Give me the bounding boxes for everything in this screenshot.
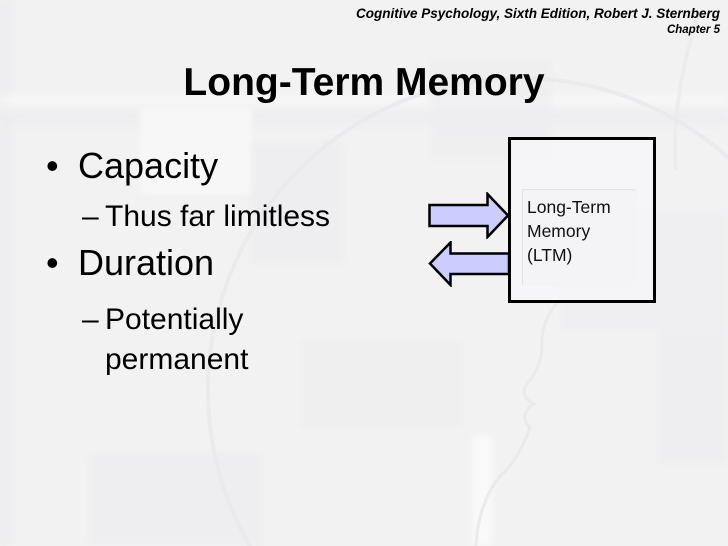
bullet-capacity: • Capacity	[46, 145, 219, 186]
ltm-box-label: Long-Term Memory (LTM)	[527, 195, 611, 267]
background-block	[88, 452, 263, 546]
subbullet-potentially-permanent: –Potentially permanent	[82, 300, 290, 380]
bullet-text: Potentially permanent	[105, 303, 249, 376]
subbullet-thus-far-limitless: –Thus far limitless	[82, 197, 330, 237]
background-block	[660, 330, 728, 464]
background-block	[300, 338, 462, 430]
ltm-box-text-panel	[523, 190, 637, 286]
arrow-left-icon	[428, 241, 510, 287]
ltm-box: Long-Term Memory (LTM)	[508, 137, 656, 303]
arrow-right-icon	[428, 192, 510, 239]
ltm-box-label-line: (LTM)	[527, 245, 573, 265]
bullet-text: Capacity	[78, 145, 219, 186]
ltm-box-label-line: Memory	[527, 221, 591, 241]
arrow-left-shape	[428, 241, 510, 287]
dash-marker: –	[82, 200, 99, 233]
arrow-right-shape	[428, 192, 510, 239]
bullet-text: Duration	[78, 242, 215, 283]
bullet-marker: •	[46, 145, 59, 186]
dash-marker: –	[82, 303, 99, 336]
header-book-title: Cognitive Psychology, Sixth Edition, Rob…	[355, 6, 720, 21]
ltm-box-label-line: Long-Term	[527, 197, 611, 217]
bullet-marker: •	[46, 242, 59, 283]
bullet-text: Thus far limitless	[105, 200, 331, 233]
header-chapter: Chapter 5	[666, 24, 720, 37]
header: Cognitive Psychology, Sixth Edition, Rob…	[356, 5, 720, 38]
slide-title: Long-Term Memory	[183, 61, 545, 104]
background-block	[472, 436, 492, 546]
bullet-duration: • Duration	[46, 242, 215, 283]
